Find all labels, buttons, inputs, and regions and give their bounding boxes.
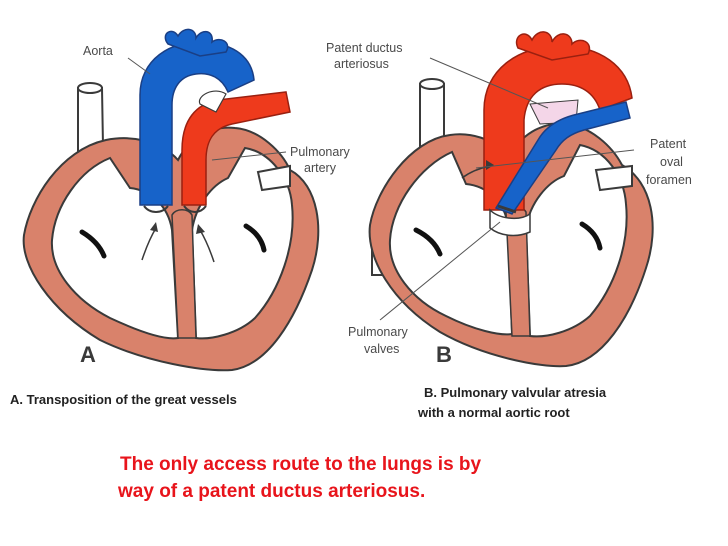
heart-diagram: Aorta Pulmonary artery A: [22, 28, 692, 372]
panel-a-aortic-branches: [164, 28, 229, 57]
panel-a-ductus: [198, 90, 227, 113]
label-patent-oval-foramen-line3: foramen: [646, 173, 692, 187]
panel-a-av-valve-left: [79, 229, 107, 259]
panel-a-heart: [22, 28, 320, 372]
label-patent-oval-foramen-line2: oval: [660, 155, 683, 169]
label-pulmonary-artery-line1: Pulmonary: [290, 145, 350, 159]
panel-a-aorta: [139, 41, 255, 206]
caption-panel-b-line1: B. Pulmonary valvular atresia: [424, 385, 607, 400]
panel-a-flow-arrowhead-1: [150, 222, 158, 232]
panel-b-aortic-branches: [515, 31, 591, 61]
panel-b-pulmonary-artery: [494, 101, 631, 215]
panel-b-flow-arrowhead: [486, 160, 494, 170]
panel-a-aorta-leader: [127, 57, 151, 75]
panel-b-valve-region: [489, 208, 531, 237]
panel-b-vena-cava-opening: [419, 78, 445, 90]
label-pulmonary-artery-line2: artery: [304, 161, 337, 175]
panel-b-av-valve-left: [413, 227, 443, 257]
panel-a-pulmonary-artery: [181, 91, 291, 206]
label-patent-oval-foramen-line1: Patent: [650, 137, 687, 151]
panel-b-atretic-valve: [497, 204, 517, 214]
label-pulmonary-valves-line1: Pulmonary: [348, 325, 408, 339]
panel-b-pulmonary-vein: [594, 164, 633, 192]
panel-b-letter: B: [436, 342, 452, 367]
panel-b-heart: [368, 31, 654, 368]
panel-a-letter: A: [80, 342, 96, 367]
panel-b-foramen-leader: [475, 149, 635, 169]
panel-a-vena-cava-opening: [77, 82, 103, 94]
panel-b-valves-leader: [379, 221, 501, 321]
label-aorta: Aorta: [83, 44, 113, 58]
label-patent-ductus-line1: Patent ductus: [326, 41, 402, 55]
panel-a-septum: [171, 209, 197, 339]
panel-a-pulmonary-vein: [256, 164, 291, 192]
panel-b-av-valve-right: [579, 221, 603, 251]
label-pulmonary-valves-line2: valves: [364, 342, 399, 356]
caption-panel-a: A. Transposition of the great vessels: [10, 392, 237, 407]
panel-b-ductus-leader: [429, 57, 549, 109]
panel-a-av-valve-right: [243, 223, 267, 253]
panel-a-valve-left: [143, 205, 169, 213]
key-note-line1: The only access route to the lungs is by: [120, 454, 482, 475]
panel-a-pa-leader: [211, 151, 287, 161]
caption-panel-b-line2: with a normal aortic root: [418, 405, 570, 420]
key-note-line2: way of a patent ductus arteriosus.: [118, 481, 426, 502]
panel-a-valve-right: [183, 205, 207, 213]
panel-a-flow-arrowhead-2: [196, 224, 205, 234]
label-patent-ductus-line2: arteriosus: [334, 57, 389, 71]
